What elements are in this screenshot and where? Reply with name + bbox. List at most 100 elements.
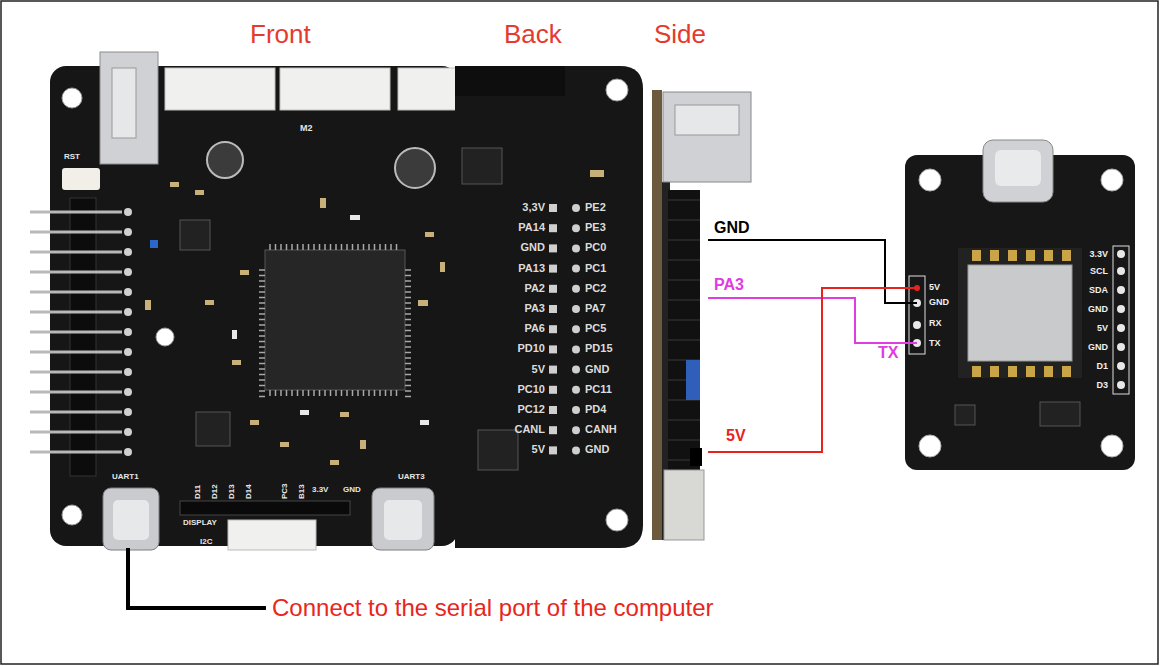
- smd-part: [690, 448, 702, 466]
- header-pin: [30, 211, 122, 214]
- mcu-pin: [308, 244, 310, 250]
- mcu-pin: [324, 244, 326, 250]
- silkscreen-label: UART1: [112, 472, 139, 481]
- silkscreen-label: PE3: [585, 221, 606, 234]
- header-segment: [668, 300, 700, 301]
- silkscreen-label: D13: [227, 484, 236, 499]
- mcu-pin: [346, 390, 348, 396]
- mcu-pin: [379, 244, 381, 250]
- mcu-pin: [297, 390, 299, 396]
- mount-hole: [62, 505, 82, 525]
- silkscreen-label: PC0: [585, 241, 606, 254]
- pin-pad: [1117, 305, 1125, 313]
- module-pads: [913, 250, 1125, 389]
- mcu-pin: [405, 324, 411, 326]
- pad: [124, 208, 132, 216]
- mcu-pin: [405, 352, 411, 354]
- pad: [124, 348, 132, 356]
- mcu-pin: [297, 244, 299, 250]
- pad: [124, 428, 132, 436]
- mcu-pin: [405, 291, 411, 293]
- smd-part: [250, 420, 259, 425]
- pad: [124, 408, 132, 416]
- mcu-pin: [374, 390, 376, 396]
- usb-a-opening: [675, 105, 739, 135]
- pad: [572, 446, 580, 454]
- silkscreen-label: RST: [64, 152, 80, 161]
- mcu-pin: [259, 352, 265, 354]
- pin-label: RX: [929, 318, 942, 328]
- signal-name: PA3: [712, 276, 746, 294]
- mcu-pin: [396, 244, 398, 250]
- pad: [124, 288, 132, 296]
- mount-hole: [606, 509, 628, 531]
- silkscreen-label: 3.3V: [312, 485, 328, 494]
- smd-part: [170, 182, 179, 187]
- pad: [572, 224, 580, 232]
- mcu-pin: [357, 390, 359, 396]
- pin-label: GND: [1088, 342, 1108, 352]
- pad: [549, 224, 557, 232]
- mcu-pin: [405, 385, 411, 387]
- smd-part: [330, 460, 339, 465]
- mcu-pin: [259, 368, 265, 370]
- smd-part: [320, 198, 326, 208]
- mount-hole: [919, 435, 941, 457]
- pad: [549, 305, 557, 313]
- gold-pad: [1044, 250, 1053, 261]
- pad: [124, 328, 132, 336]
- mcu-pin: [405, 319, 411, 321]
- header-segments: [668, 200, 700, 460]
- board-view: 5VGNDRXTX3.3VSCLSDAGND5VGNDD1D3: [900, 135, 1140, 475]
- mcu-pin: [335, 390, 337, 396]
- mcu-pin: [341, 244, 343, 250]
- smd-part: [350, 215, 360, 220]
- pin-label: D3: [1096, 380, 1108, 390]
- mcu-pin: [385, 390, 387, 396]
- mcu-pin: [405, 297, 411, 299]
- header-pin: [30, 251, 122, 254]
- mount-hole: [1101, 435, 1123, 457]
- mcu-pin: [324, 390, 326, 396]
- mcu-pin: [291, 244, 293, 250]
- mcu-pin: [357, 244, 359, 250]
- silkscreen-label: D12: [210, 484, 219, 499]
- mcu-pin: [259, 335, 265, 337]
- mcu-pin: [259, 280, 265, 282]
- mcu-pin: [405, 286, 411, 288]
- view-heading: Side: [652, 20, 708, 50]
- smd-part: [418, 300, 428, 306]
- gold-pad: [972, 250, 981, 261]
- pin-pad: [1117, 324, 1125, 332]
- mcu-pin: [275, 390, 277, 396]
- silkscreen-label: PC1: [585, 262, 606, 275]
- header-segment: [668, 240, 700, 241]
- capacitor: [395, 148, 435, 188]
- pad: [549, 325, 557, 333]
- header-segment: [668, 280, 700, 281]
- silkscreen-label: CANL: [514, 423, 545, 436]
- mcu-pin: [405, 374, 411, 376]
- pad: [572, 345, 580, 353]
- mcu-pin: [286, 244, 288, 250]
- mcu-pin: [405, 341, 411, 343]
- usb-a-port: [100, 52, 158, 164]
- mcu-pin: [286, 390, 288, 396]
- pin-label: 3.3V: [1089, 249, 1108, 259]
- silkscreen-label: PE2: [585, 201, 606, 214]
- smd-part: [590, 170, 604, 177]
- pad: [549, 386, 557, 394]
- side-connector: [664, 470, 704, 540]
- mcu-pin: [405, 346, 411, 348]
- header-pin: [30, 371, 122, 374]
- header-pins: [30, 208, 132, 456]
- mcu-pin: [341, 390, 343, 396]
- mcu-pin: [269, 244, 271, 250]
- header-segment: [668, 220, 700, 221]
- silkscreen-label: M2: [300, 123, 313, 133]
- silkscreen-label: UART3: [398, 472, 425, 481]
- chip: [180, 220, 210, 250]
- mcu-pin: [385, 244, 387, 250]
